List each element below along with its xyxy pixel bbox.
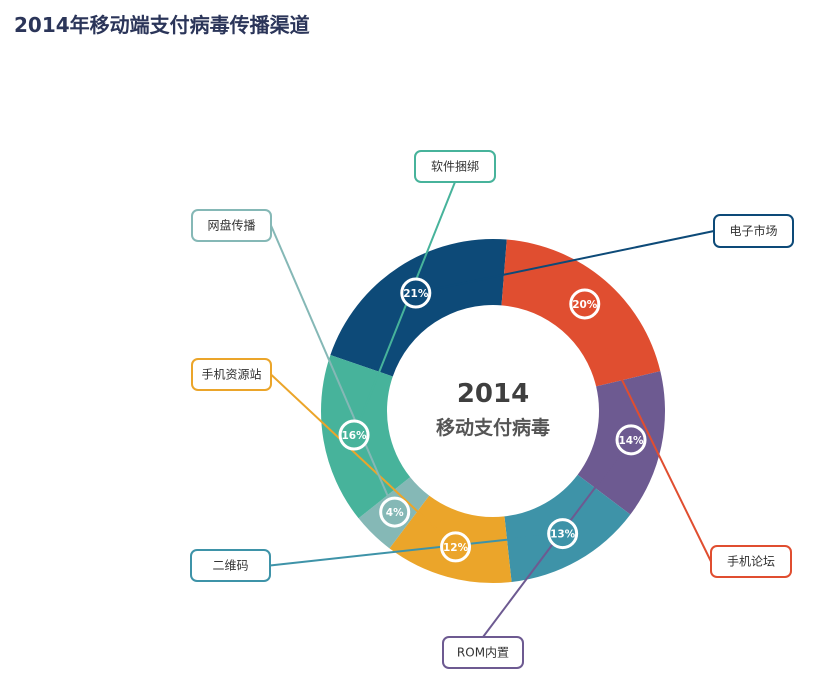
- slice-4-label: 二维码: [212, 559, 248, 573]
- slice-3-value-badge: [615, 424, 647, 456]
- slice-5-value-badge: [440, 531, 472, 563]
- slice-7-label: 软件捆绑: [431, 160, 479, 174]
- slice-5-leader-line: [270, 373, 457, 548]
- slice-5-label: 手机资源站: [201, 368, 261, 382]
- slice-5-callout-box: [191, 358, 272, 391]
- center-subtitle-label: 移动支付病毒: [436, 416, 550, 439]
- slice-1-value-label: 21%: [403, 288, 429, 300]
- slices-layer: [321, 239, 665, 583]
- slice-6-label: 网盘传播: [207, 218, 255, 233]
- page-title: 2014年移动端支付病毒传播渠道: [14, 13, 310, 37]
- badges-layer: 21% 20% 14% 13% 12% 4% 16%: [338, 277, 647, 563]
- center-year-label: 2014: [457, 379, 529, 409]
- slice-1-leader-line: [415, 230, 715, 294]
- slice-7-value-label: 16%: [341, 430, 367, 442]
- leaders-layer: [269, 181, 715, 638]
- slice-2-label: 手机论坛: [727, 555, 775, 569]
- slice-2-leader-line: [583, 303, 712, 562]
- slice-4-callout-box: [190, 549, 271, 582]
- slice-1-callout-box: [713, 214, 794, 248]
- slice-6-value-badge: [379, 496, 411, 528]
- slice-2-value-badge: [569, 288, 601, 320]
- slice-6-value-label: 4%: [386, 507, 404, 519]
- slice-4-value-label: 13%: [550, 529, 576, 541]
- slice-4-leader-line: [269, 532, 563, 567]
- slice-1-label: 电子市场: [729, 223, 777, 238]
- slice-1-value-badge: [400, 277, 432, 309]
- slice-2-value-label: 20%: [572, 299, 598, 311]
- slice-6-leader-line: [270, 225, 396, 513]
- slice-3-label: ROM内置: [457, 646, 509, 660]
- slice-4-value-badge: [547, 518, 579, 550]
- slice-7-value-badge: [338, 419, 370, 451]
- slice-2-callout-box: [710, 545, 792, 578]
- slice-6-callout-box: [191, 209, 272, 242]
- slice-3-value-label: 14%: [618, 435, 644, 447]
- slice-3-callout-box: [442, 636, 524, 669]
- slice-7-callout-box: [414, 150, 496, 183]
- slice-5-value-label: 12%: [443, 542, 469, 554]
- slice-7-leader-line: [353, 181, 456, 436]
